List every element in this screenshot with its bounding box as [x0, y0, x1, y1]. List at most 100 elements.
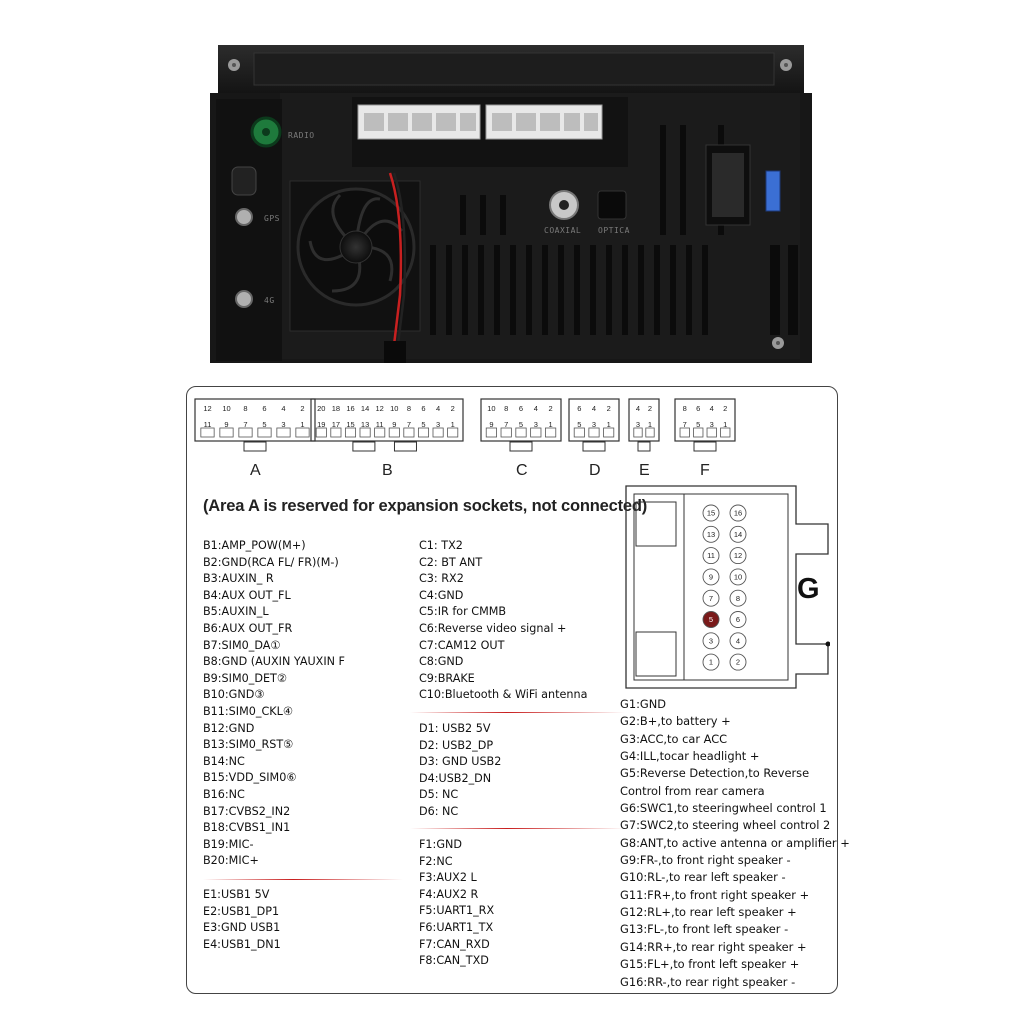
pin-entry: B17:CVBS2_IN2: [203, 804, 291, 818]
g-pin: [729, 589, 747, 607]
pin-number: 1: [451, 420, 455, 429]
fan-wire: [388, 172, 403, 346]
pin-number: 3: [281, 420, 285, 429]
pin-number: 1: [648, 420, 652, 429]
pin-entry: B5:AUXIN_L: [203, 605, 269, 619]
pin-number: 1: [549, 420, 553, 429]
pin-number: 2: [300, 404, 304, 413]
pin-number: 3: [636, 420, 640, 429]
g-pin-number: 12: [734, 551, 742, 560]
4g-antenna-jack: [235, 290, 253, 308]
connector-d-label: D: [589, 462, 601, 479]
pin-number: 19: [317, 420, 325, 429]
pin-number: 4: [592, 404, 596, 413]
pin-entry: G6:SWC1,to steeringwheel control 1: [620, 801, 827, 816]
g-pin: [729, 525, 747, 543]
pin-entry: G11:FR+,to front right speaker +: [620, 887, 810, 902]
pin-entry: G14:RR+,to rear right speaker +: [620, 939, 807, 954]
pin-entry: C5:IR for CMMB: [419, 605, 507, 619]
pin-entry: E3:GND USB1: [203, 921, 281, 935]
g-pin-number: 15: [707, 509, 715, 518]
head-unit-rear-photo: RADIO GPS 4G COAXIAL OPTICA: [210, 45, 812, 363]
pin-entry: Control from rear camera: [620, 783, 765, 798]
antenna-cap: [231, 166, 257, 196]
pin-number: 12: [376, 404, 384, 413]
pin-number: 6: [519, 404, 523, 413]
pin-number: 12: [203, 404, 211, 413]
4g-label: 4G: [264, 296, 275, 305]
radio-label: RADIO: [288, 131, 315, 140]
pinout-diagram-panel: [186, 386, 838, 994]
pin-number: 3: [534, 420, 538, 429]
pin-number: 1: [300, 420, 304, 429]
pin-entry: G13:FL-,to front left speaker -: [620, 922, 789, 937]
g-pin-number: 1: [709, 658, 713, 667]
pin-number: 4: [436, 404, 440, 413]
g-pin: [729, 504, 747, 522]
pin-entry: G12:RL+,to rear left speaker +: [620, 905, 797, 920]
pin-entry: G1:GND: [620, 697, 667, 711]
pin-entry: G3:ACC,to car ACC: [620, 731, 728, 746]
pin-number: 9: [392, 420, 396, 429]
screw: [772, 337, 784, 349]
pin-entry: F8:CAN_TXD: [419, 954, 489, 968]
pin-number: 8: [504, 404, 508, 413]
pin-entry: D5: NC: [419, 788, 459, 802]
connector-b-label: B: [382, 462, 393, 479]
pin-number: 5: [519, 420, 523, 429]
g-pin-number: 2: [736, 658, 740, 667]
pin-number: 2: [648, 404, 652, 413]
g-pin: [702, 547, 720, 565]
pin-number: 10: [222, 404, 230, 413]
g-pin-number: 7: [709, 594, 713, 603]
pin-entry: F6:UART1_TX: [419, 920, 494, 934]
pin-number: 16: [346, 404, 354, 413]
pin-number: 15: [346, 420, 354, 429]
pin-number: 8: [683, 404, 687, 413]
pin-entry: B20:MIC+: [203, 854, 259, 868]
pin-number: 7: [407, 420, 411, 429]
pin-entry: B7:SIM0_DA①: [203, 638, 281, 652]
pin-entry: F3:AUX2 L: [419, 871, 477, 885]
pin-number: 7: [683, 420, 687, 429]
pin-number: 13: [361, 420, 369, 429]
pin-entry: F5:UART1_RX: [419, 904, 495, 918]
connector-e-label: E: [639, 462, 650, 479]
pin-number: 9: [489, 420, 493, 429]
optical-label: OPTICA: [598, 226, 630, 235]
pin-number: 14: [361, 404, 369, 413]
pin-entry: D1: USB2 5V: [419, 722, 491, 735]
g-pin: [702, 632, 720, 650]
pin-number: 3: [592, 420, 596, 429]
pin-number: 10: [390, 404, 398, 413]
pin-entry: B11:SIM0_CKL④: [203, 704, 293, 718]
connector-f-label: F: [700, 462, 710, 479]
pin-entry: D2: USB2_DP: [419, 738, 494, 752]
pin-number: 2: [723, 404, 727, 413]
g-pin-number: 10: [734, 573, 742, 582]
screw: [780, 59, 792, 71]
pin-entry: D3: GND USB2: [419, 755, 502, 769]
pin-entry: B1:AMP_POW(M+): [203, 539, 306, 552]
pin-number: 5: [421, 420, 425, 429]
g-pin-number: 16: [734, 509, 742, 518]
fuse: [765, 170, 781, 212]
g-pin-number: 9: [709, 573, 713, 582]
pin-entry: G16:RR-,to rear right speaker -: [620, 974, 796, 989]
pin-entry: E2:USB1_DP1: [203, 904, 280, 918]
divider-D-F: [410, 828, 625, 829]
g-pin-number: 3: [709, 636, 713, 645]
pin-number: 6: [577, 404, 581, 413]
pin-entry: G8:ANT,to active antenna or amplifier +: [620, 835, 850, 850]
divider-C-D: [410, 712, 625, 713]
g-pin: [729, 547, 747, 565]
